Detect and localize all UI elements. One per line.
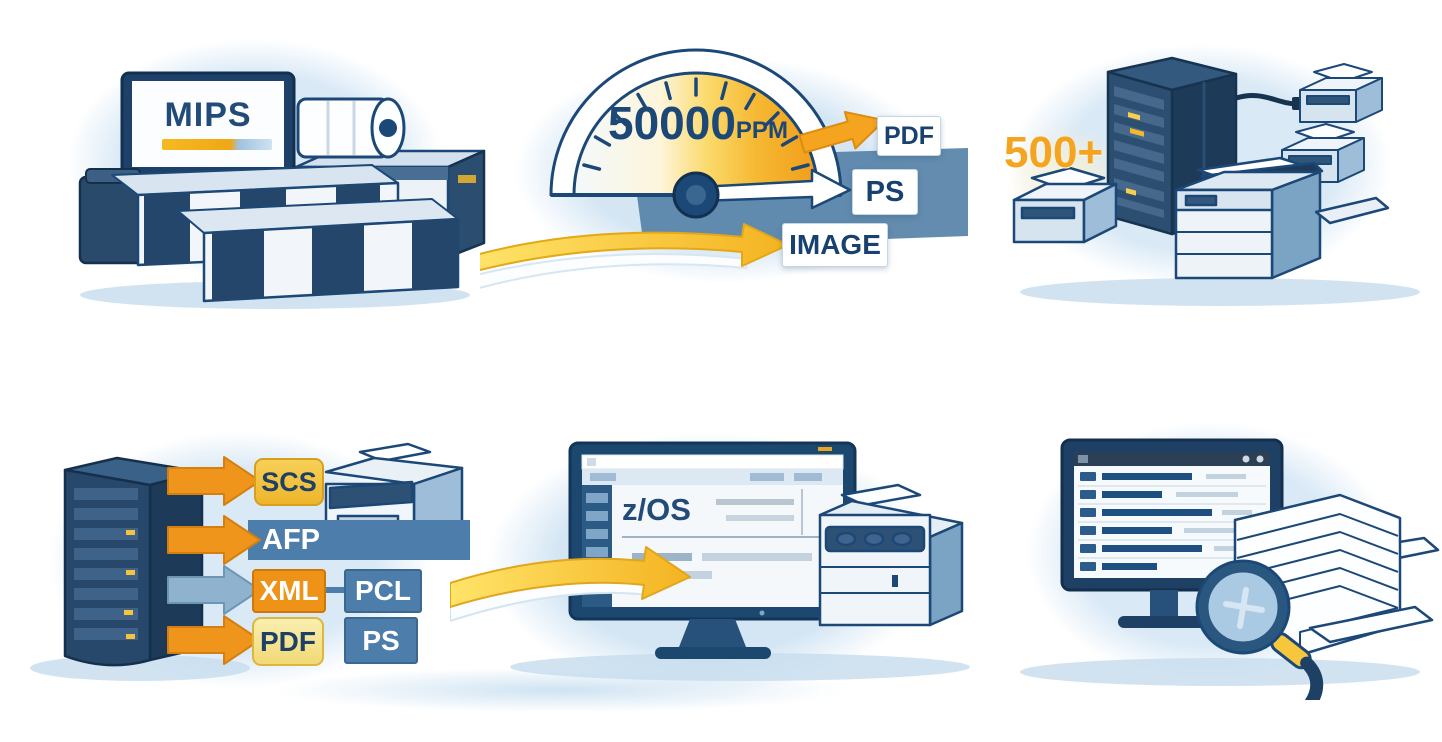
archive-monitor bbox=[1060, 438, 1284, 628]
zos-art bbox=[450, 441, 970, 681]
copier-center bbox=[1174, 156, 1390, 280]
network-printer-2 bbox=[1281, 123, 1365, 183]
input-badge-xml: XML bbox=[252, 569, 326, 613]
xml-arrow bbox=[167, 565, 261, 615]
output-label-image: IMAGE bbox=[782, 223, 888, 267]
magnifier-icon bbox=[1195, 559, 1324, 700]
pdf-arrow bbox=[798, 110, 886, 154]
afp-arrow bbox=[167, 515, 261, 565]
panel-archive-search bbox=[1000, 400, 1442, 700]
input-badge-afp: AFP bbox=[262, 523, 320, 556]
speed-gauge-art bbox=[480, 48, 968, 289]
fleet-count-label: 500+ bbox=[1004, 128, 1104, 177]
output-badge-ps: PS bbox=[344, 617, 418, 664]
mips-screen-label: MIPS bbox=[164, 95, 252, 134]
paper-roll-icon bbox=[296, 97, 406, 159]
document-list-rows bbox=[1078, 472, 1266, 571]
panel-mips-production-printers: MIPS bbox=[60, 15, 490, 310]
scs-arrow bbox=[167, 456, 261, 506]
gauge-unit: PPM bbox=[735, 117, 788, 144]
panel-print-speed-gauge: 50000 PPM PDF PS IMAGE bbox=[480, 40, 970, 290]
panel-printer-fleet: 500+ bbox=[980, 20, 1442, 310]
gauge-reading: 50000 PPM bbox=[608, 97, 788, 149]
printer-fleet-art bbox=[1012, 56, 1420, 306]
zos-monitor bbox=[568, 441, 857, 659]
panel-datastream-conversion: SCS AFP XML PDF PCL PS bbox=[30, 410, 470, 710]
gauge-hub bbox=[672, 171, 720, 219]
output-label-pdf: PDF bbox=[877, 116, 941, 156]
panel-zos-host: z/OS bbox=[450, 415, 970, 700]
afp-band bbox=[248, 520, 470, 560]
output-label-ps: PS bbox=[852, 169, 918, 215]
production-printer-front bbox=[177, 198, 460, 303]
input-badge-scs: SCS bbox=[254, 458, 324, 506]
host-server bbox=[63, 456, 204, 667]
pdf-arrow-stream bbox=[167, 615, 261, 665]
archive-art bbox=[1020, 438, 1440, 700]
zos-screen-label: z/OS bbox=[622, 492, 691, 527]
input-badge-pdf: PDF bbox=[252, 617, 324, 666]
mips-progress-bar bbox=[162, 139, 272, 150]
server-tower bbox=[1106, 56, 1308, 236]
output-badge-pcl: PCL bbox=[344, 569, 422, 613]
image-swoosh-arrow bbox=[480, 223, 789, 289]
gauge-value: 50000 bbox=[608, 97, 736, 149]
datastream-art bbox=[30, 442, 470, 681]
mips-station-art bbox=[78, 71, 486, 309]
network-printer-3 bbox=[1012, 166, 1118, 244]
network-printer-1 bbox=[1299, 63, 1383, 123]
zos-printer bbox=[818, 483, 964, 627]
inbound-swoosh-arrow bbox=[450, 546, 691, 623]
